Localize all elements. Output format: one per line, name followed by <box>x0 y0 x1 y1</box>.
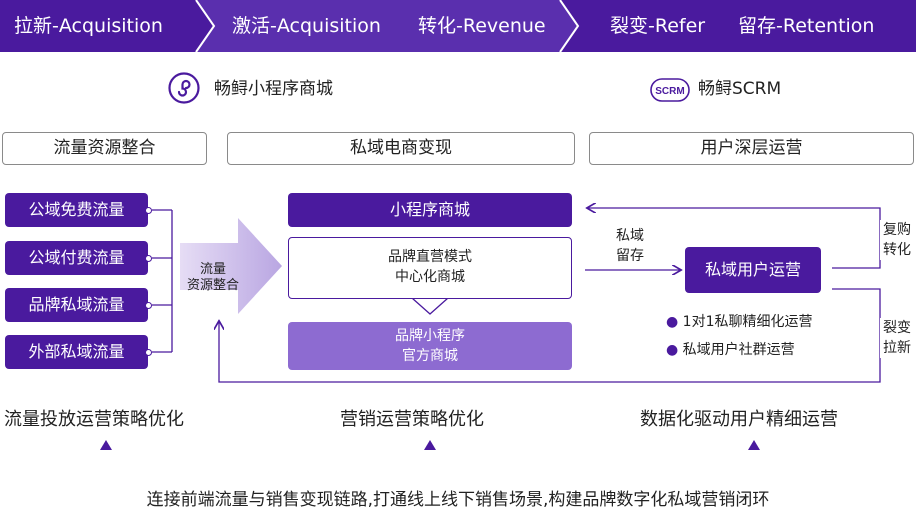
strategy-marketing: 营销运营策略优化 <box>340 409 484 430</box>
banner-stage-revenue: 转化-Revenue <box>418 15 546 37</box>
source-external-private: 外部私域流量 <box>5 335 148 369</box>
section-private-ecommerce: 私域电商变现 <box>227 132 575 165</box>
connector-dot <box>145 349 152 356</box>
up-triangle-icon <box>748 440 760 450</box>
scrm-logo-icon: SCRM <box>650 78 690 102</box>
connector-dot <box>145 302 152 309</box>
connector-dot <box>145 207 152 214</box>
svg-text:SCRM: SCRM <box>655 86 684 97</box>
private-user-ops-box: 私域用户运营 <box>685 247 821 293</box>
section-traffic-integration: 流量资源整合 <box>2 132 207 165</box>
mini-program-icon <box>168 72 200 104</box>
brand-official-mall-box: 品牌小程序 官方商城 <box>288 322 572 370</box>
source-public-free: 公域免费流量 <box>5 193 148 227</box>
ops-point-1: ● 1对1私聊精细化运营 <box>666 314 813 330</box>
mini-program-mall-box: 小程序商城 <box>288 193 572 227</box>
strategy-data-driven: 数据化驱动用户精细运营 <box>640 409 838 430</box>
brand-mini-mall: 畅鲟小程序商城 <box>214 79 333 99</box>
retention-label: 私域 留存 <box>616 228 644 264</box>
banner-stage-activation: 激活-Acquisition <box>232 15 381 37</box>
banner-stage-refer: 裂变-Refer <box>610 15 706 37</box>
strategy-traffic: 流量投放运营策略优化 <box>4 409 184 430</box>
ops-point-2: ● 私域用户社群运营 <box>666 342 795 358</box>
section-user-operation: 用户深层运营 <box>589 132 914 165</box>
banner-stage-4-5 <box>560 0 916 52</box>
fission-label: 裂变 拉新 <box>880 318 914 358</box>
integration-arrow-label: 流量 资源整合 <box>186 262 239 293</box>
banner-stage-retention: 留存-Retention <box>738 15 875 37</box>
down-arrow <box>410 297 450 315</box>
banner-stage-1 <box>0 0 214 52</box>
source-brand-private: 品牌私域流量 <box>5 288 148 322</box>
banner-stage-2-3 <box>196 0 578 52</box>
up-triangle-icon <box>424 440 436 450</box>
brand-direct-model-box: 品牌直营模式 中心化商城 <box>288 237 572 299</box>
integration-arrow <box>180 218 282 314</box>
source-public-paid: 公域付费流量 <box>5 241 148 275</box>
banner-stage-acquisition: 拉新-Acquisition <box>14 15 163 37</box>
up-triangle-icon <box>100 440 112 450</box>
footer-summary: 连接前端流量与销售变现链路,打通线上线下销售场景,构建品牌数字化私域营销闭环 <box>146 490 770 510</box>
brand-scrm: 畅鲟SCRM <box>698 79 782 99</box>
repurchase-label: 复购 转化 <box>880 220 914 260</box>
connector-dot <box>145 255 152 262</box>
